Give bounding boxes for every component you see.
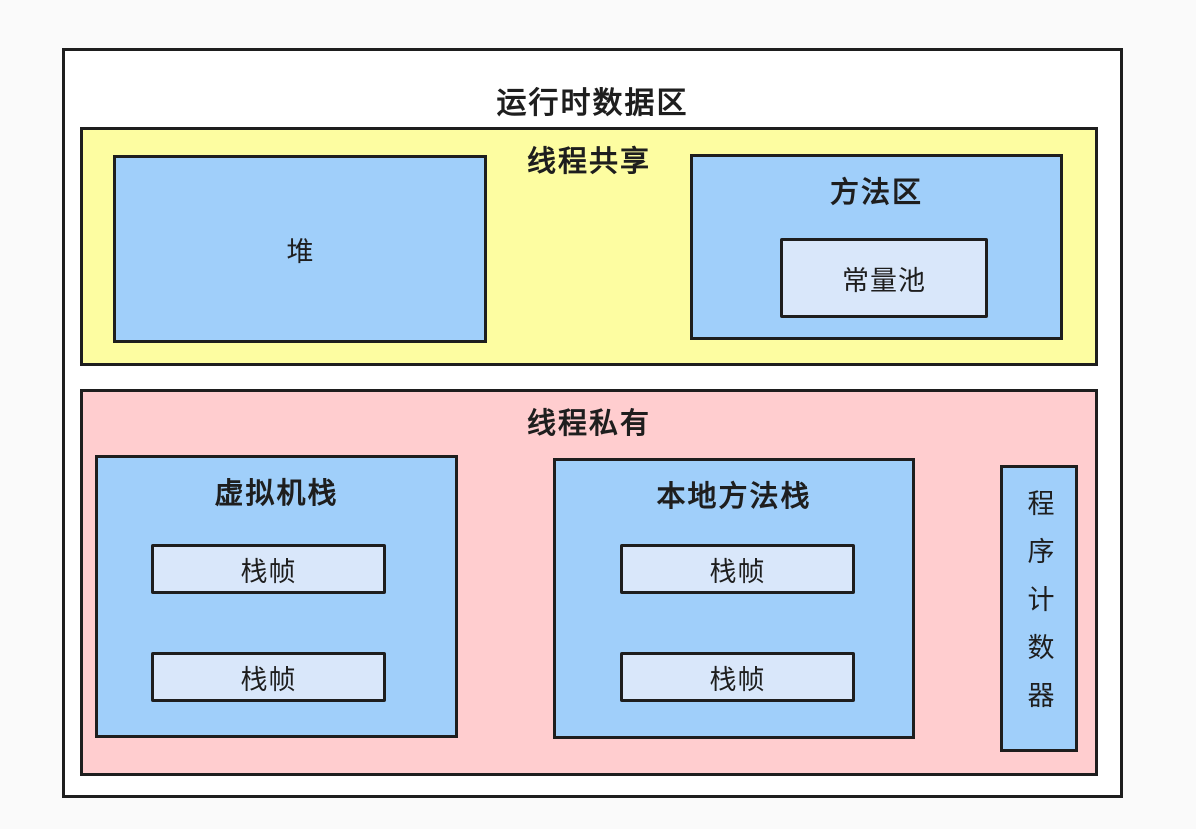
native-method-stack-title: 本地方法栈 bbox=[656, 481, 812, 513]
program-counter-label: 程序计数器 bbox=[1023, 488, 1054, 729]
program-counter-box: 程序计数器 bbox=[1000, 465, 1078, 752]
native-method-stack-box: 本地方法栈 栈帧 栈帧 bbox=[553, 458, 915, 739]
stack-frame-label: 栈帧 bbox=[240, 664, 297, 695]
heap-box: 堆 bbox=[113, 155, 487, 343]
thread-shared-region: 线程共享 堆 方法区 常量池 bbox=[80, 127, 1098, 366]
method-area-title: 方法区 bbox=[829, 177, 923, 209]
stack-frame-box: 栈帧 bbox=[620, 652, 855, 702]
vm-stack-title: 虚拟机栈 bbox=[214, 478, 339, 510]
stack-frame-label: 栈帧 bbox=[709, 664, 766, 695]
stack-frame-box: 栈帧 bbox=[151, 544, 386, 594]
thread-private-region: 线程私有 虚拟机栈 栈帧 栈帧 本地方法栈 栈帧 栈帧 程序计数器 bbox=[80, 389, 1098, 776]
stack-frame-box: 栈帧 bbox=[620, 544, 855, 594]
constant-pool-label: 常量池 bbox=[842, 265, 926, 296]
vm-stack-box: 虚拟机栈 栈帧 栈帧 bbox=[95, 455, 458, 738]
thread-shared-title: 线程共享 bbox=[526, 146, 651, 178]
constant-pool-box: 常量池 bbox=[780, 238, 988, 318]
stack-frame-label: 栈帧 bbox=[709, 556, 766, 587]
heap-label: 堆 bbox=[286, 236, 314, 267]
method-area-box: 方法区 常量池 bbox=[690, 154, 1063, 340]
runtime-data-area-title: 运行时数据区 bbox=[496, 87, 689, 120]
runtime-data-area-box: 运行时数据区 线程共享 堆 方法区 常量池 线程私有 虚拟机栈 栈帧 栈帧 本地… bbox=[62, 48, 1123, 798]
thread-private-title: 线程私有 bbox=[526, 408, 651, 440]
stack-frame-label: 栈帧 bbox=[240, 556, 297, 587]
stack-frame-box: 栈帧 bbox=[151, 652, 386, 702]
